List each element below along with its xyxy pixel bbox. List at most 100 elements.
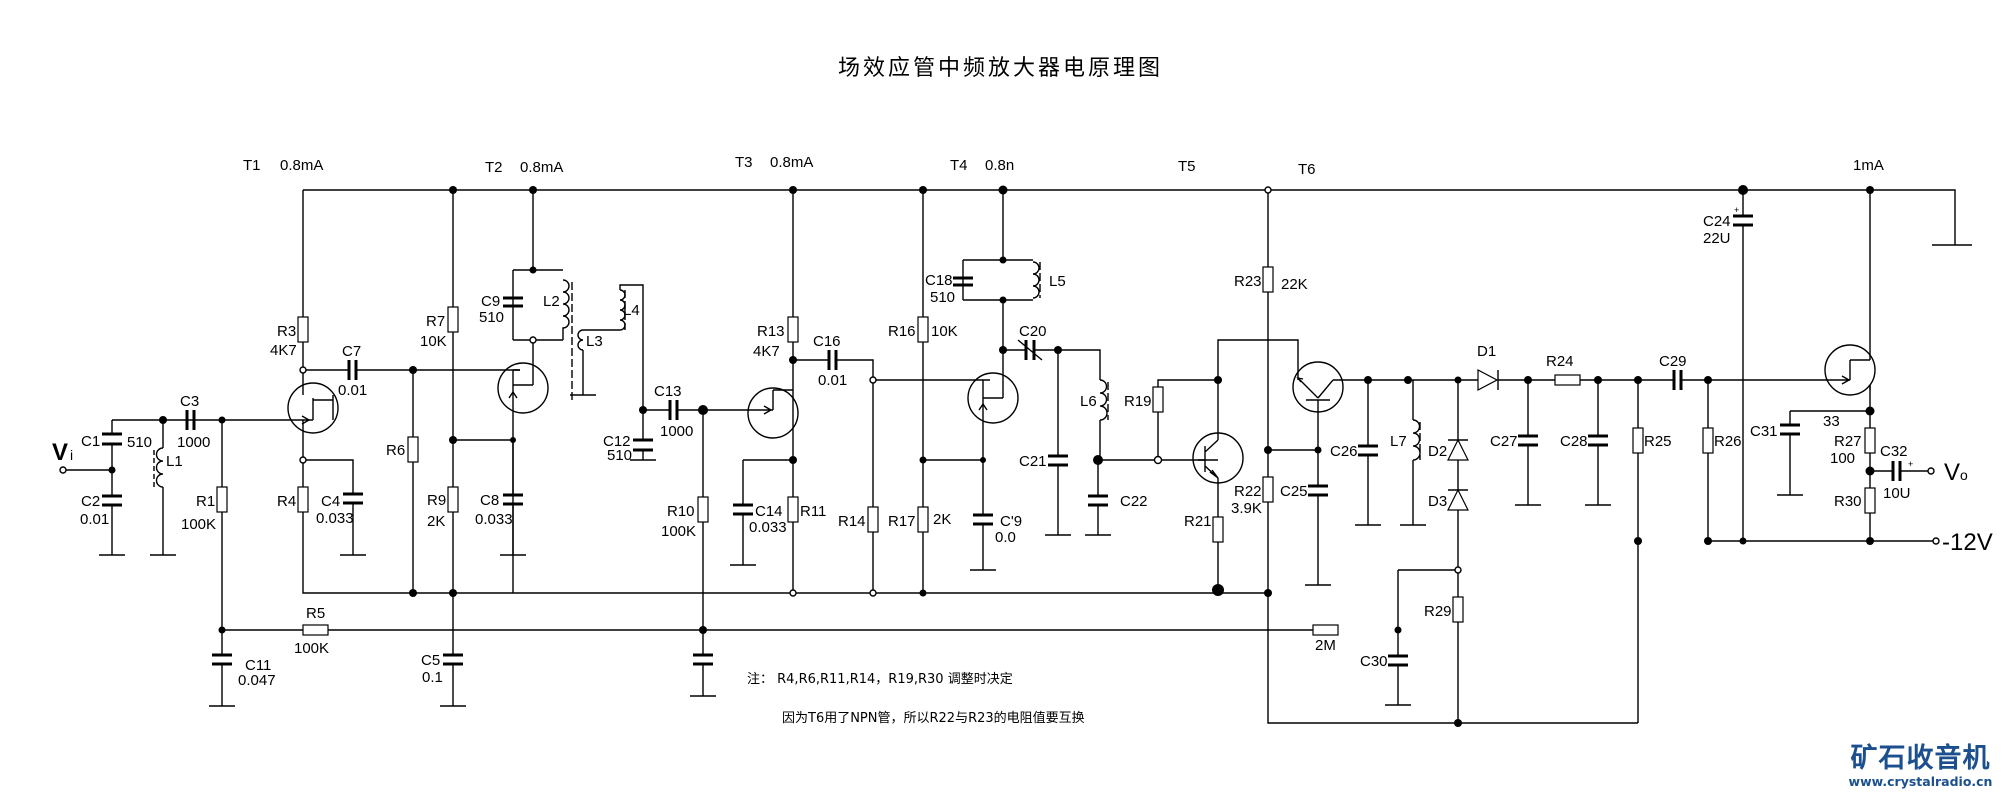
diagram-title-text: 场效应管中频放大器电原理图	[837, 56, 1163, 81]
label-C8-name: C8	[480, 492, 499, 509]
junction-dot	[529, 266, 537, 274]
label-C7-value: 0.01	[338, 382, 367, 399]
label-C5-name: C5	[421, 652, 440, 669]
resistor-R26	[1702, 427, 1714, 454]
stage-T7-current: 1mA	[1853, 157, 1884, 174]
transistors	[283, 344, 1876, 484]
label-C26-name: C26	[1330, 443, 1358, 460]
label-C11-name: C11	[245, 657, 271, 674]
junction-dot	[299, 366, 307, 374]
wire-segment	[562, 279, 570, 340]
junction-dot	[1404, 376, 1412, 384]
label-C27-name: C27	[1490, 433, 1518, 450]
junction-dot	[1214, 376, 1222, 384]
label-L2-name: L2	[543, 293, 560, 310]
label-C14-name: C14	[755, 503, 783, 520]
diodes	[1447, 369, 1499, 511]
label-R26-name: R26	[1714, 433, 1742, 450]
label-C9-value: 510	[479, 309, 504, 326]
junction-dot	[159, 416, 167, 424]
label-L1-name: L1	[166, 453, 183, 470]
capacitor-C27	[1518, 434, 1538, 447]
wire-segment	[982, 379, 1004, 410]
junction-dot	[510, 437, 516, 443]
capacitor-C8	[503, 493, 523, 506]
junction-dot	[449, 186, 457, 194]
fet-T3	[747, 387, 799, 439]
junction-dot	[1865, 466, 1875, 476]
wire-segment	[1447, 438, 1469, 461]
fet-T7	[1824, 344, 1876, 396]
label-C19-value: 0.0	[995, 529, 1016, 546]
label-C32-name: C32	[1880, 443, 1908, 460]
junction-dot	[218, 416, 226, 424]
capacitor-C22	[1088, 494, 1108, 507]
capacitor-C2	[102, 494, 122, 507]
wire-segment	[1841, 375, 1851, 385]
wire-segment	[1198, 439, 1219, 479]
inductor-L1	[153, 447, 164, 488]
wire-segment	[155, 447, 164, 488]
label-R1-name: R1	[196, 493, 215, 510]
wire-segment	[508, 390, 518, 399]
output-terminal	[1927, 467, 1935, 475]
junction-dot	[497, 362, 549, 414]
junction-dot	[639, 406, 647, 414]
resistor-R9	[447, 486, 459, 513]
label-R30-name: R30	[1834, 493, 1862, 510]
resistor-R10	[697, 496, 709, 523]
label-C9-name: C9	[481, 293, 500, 310]
resistor-R16	[917, 316, 929, 343]
junction-dot	[108, 466, 116, 474]
junction-dot	[999, 296, 1007, 304]
label-R27-value: 100	[1830, 450, 1855, 467]
label-C24-name: C24	[1703, 213, 1731, 230]
wire-segment	[978, 402, 988, 411]
label-R7-value: 10K	[420, 333, 447, 350]
wire-segment	[582, 284, 644, 460]
wire-segment	[1477, 369, 1499, 391]
wire-segment	[1296, 376, 1304, 383]
resistor-R17	[917, 506, 929, 533]
junction-dot	[1824, 344, 1876, 396]
stage-T1-current: 0.8mA	[280, 157, 323, 174]
label-C24-value: 22U	[1703, 230, 1731, 247]
junction-dot	[1192, 432, 1244, 484]
label-R22-value: 3.9K	[1231, 500, 1262, 517]
junction-dot	[1364, 376, 1372, 384]
capacitor-C20	[1017, 339, 1043, 361]
stage-T2-label: T2	[485, 159, 503, 176]
wire-segment	[301, 415, 311, 425]
capacitor-C13	[668, 400, 679, 420]
wire-segment	[763, 405, 773, 415]
label-R4-name: R4	[277, 493, 296, 510]
label-C30-name: C30	[1360, 653, 1388, 670]
label-C2-name: C2	[81, 493, 100, 510]
junction-dot	[1093, 455, 1103, 465]
label-L3-name: L3	[586, 333, 603, 350]
wire-segment	[512, 190, 563, 375]
resistor-R4	[297, 486, 309, 513]
resistor-R25	[1632, 427, 1644, 454]
ground-symbols	[99, 394, 1803, 707]
capacitor-C21	[1048, 454, 1068, 467]
capacitor-C3	[185, 410, 196, 430]
capacitors: + +	[102, 205, 1913, 667]
fet-T1	[283, 382, 339, 434]
junction-dot	[529, 336, 537, 344]
label-R17-name: R17	[888, 513, 916, 530]
capacitor-C30	[1388, 654, 1408, 667]
fet-T2	[497, 362, 549, 414]
wire-segment	[1268, 405, 1319, 585]
wire-segment	[577, 329, 584, 351]
site-logo: 矿石收音机 www.crystalradio.cn	[1838, 744, 2003, 790]
wire-segment	[962, 190, 1033, 385]
wire-segment	[1789, 410, 1870, 495]
label-L5-name: L5	[1049, 273, 1066, 290]
wire-segment	[1297, 377, 1334, 405]
inductor-L2	[562, 279, 573, 400]
capacitor-C9	[503, 296, 523, 308]
resistor-R14	[867, 506, 879, 533]
label-C31-name: C31	[1750, 423, 1778, 440]
